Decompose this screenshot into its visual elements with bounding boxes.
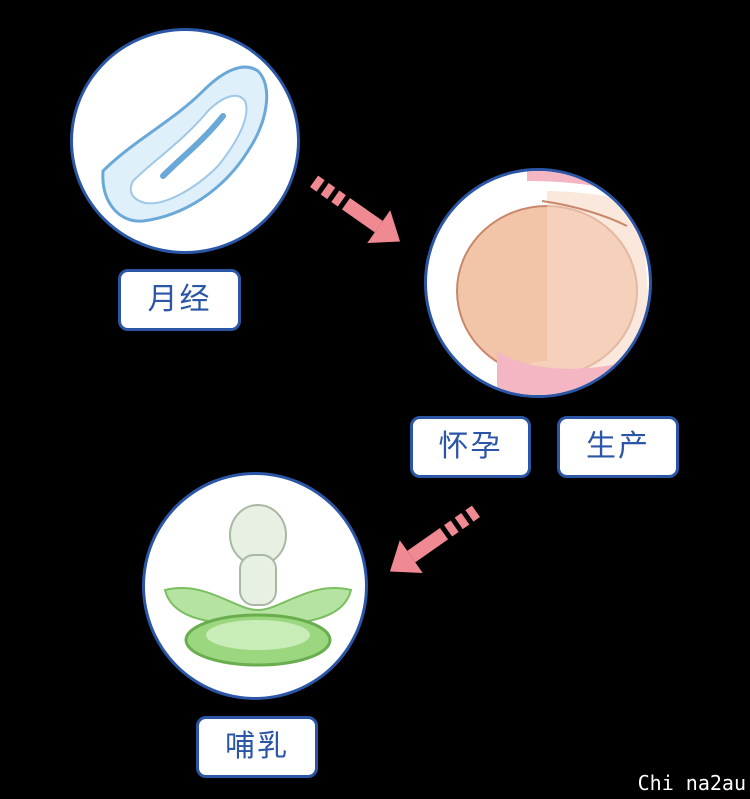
menstruation-label: 月经 bbox=[118, 269, 241, 331]
pregnancy-label: 怀孕 bbox=[410, 416, 531, 478]
breastfeeding-label: 哺乳 bbox=[196, 716, 318, 778]
childbirth-label: 生产 bbox=[557, 416, 679, 478]
pacifier-circle bbox=[142, 472, 368, 700]
pregnancy-text: 怀孕 bbox=[438, 429, 503, 464]
pregnancy-circle bbox=[424, 168, 652, 398]
sanitary-pad-circle bbox=[70, 28, 300, 254]
pregnant-belly-icon bbox=[456, 171, 649, 395]
breastfeeding-text: 哺乳 bbox=[225, 729, 289, 764]
pacifier-icon bbox=[163, 504, 353, 667]
menstruation-text: 月经 bbox=[147, 282, 212, 317]
watermark-text: Chi na2au bbox=[637, 771, 746, 795]
childbirth-text: 生产 bbox=[586, 429, 650, 464]
sanitary-pad-icon bbox=[101, 65, 269, 223]
